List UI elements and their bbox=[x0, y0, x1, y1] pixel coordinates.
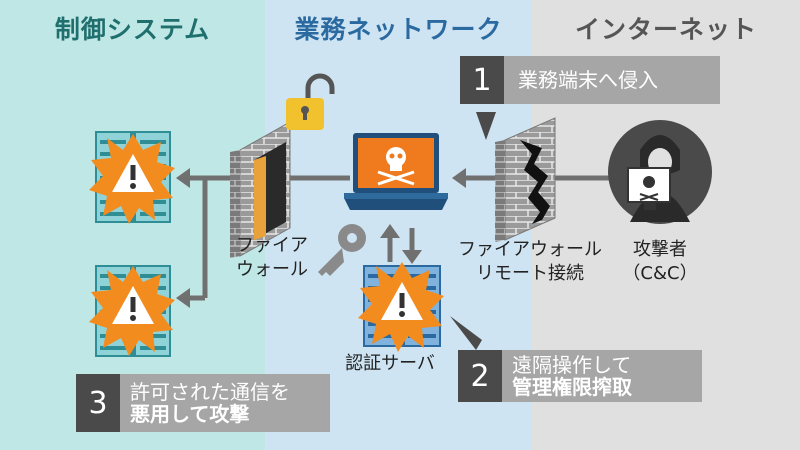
step-3-text: 許可された通信を 悪用して攻撃 bbox=[120, 374, 330, 432]
step-3-number: 3 bbox=[76, 374, 120, 432]
firewall-right-label: ファイアウォール リモート接続 bbox=[458, 239, 602, 284]
step-1-number: 1 bbox=[460, 56, 504, 104]
zone-title-business: 業務ネットワーク bbox=[294, 15, 503, 44]
auth-server-label: 認証サーバ bbox=[345, 353, 435, 374]
hacker-icon bbox=[608, 120, 712, 224]
step-1-text: 業務端末へ侵入 bbox=[504, 56, 720, 104]
step-3-callout: 3 許可された通信を 悪用して攻撃 bbox=[76, 374, 330, 432]
firewall-left-label: ファイア ウォール bbox=[236, 235, 308, 280]
control-server-top bbox=[89, 131, 175, 224]
step-1-callout: 1 業務端末へ侵入 bbox=[460, 56, 720, 104]
attacker-label: 攻撃者 （C&C） bbox=[622, 239, 698, 284]
control-server-bottom bbox=[89, 265, 175, 357]
step-2-number: 2 bbox=[458, 350, 502, 402]
key-icon bbox=[318, 224, 366, 276]
step-2-callout: 2 遠隔操作して 管理権限搾取 bbox=[458, 350, 702, 402]
padlock-open-icon bbox=[286, 73, 335, 130]
firewall-left bbox=[230, 121, 291, 258]
connection-arrows bbox=[176, 168, 610, 308]
zone-title-internet: インターネット bbox=[574, 15, 757, 44]
auth-server bbox=[358, 262, 444, 352]
laptop-skull-icon bbox=[344, 133, 448, 210]
zone-title-control: 制御システム bbox=[54, 15, 211, 44]
callout-2-pointer bbox=[450, 316, 482, 350]
step-2-text: 遠隔操作して 管理権限搾取 bbox=[502, 350, 702, 402]
firewall-right bbox=[495, 117, 556, 242]
callout-1-pointer bbox=[476, 112, 496, 140]
